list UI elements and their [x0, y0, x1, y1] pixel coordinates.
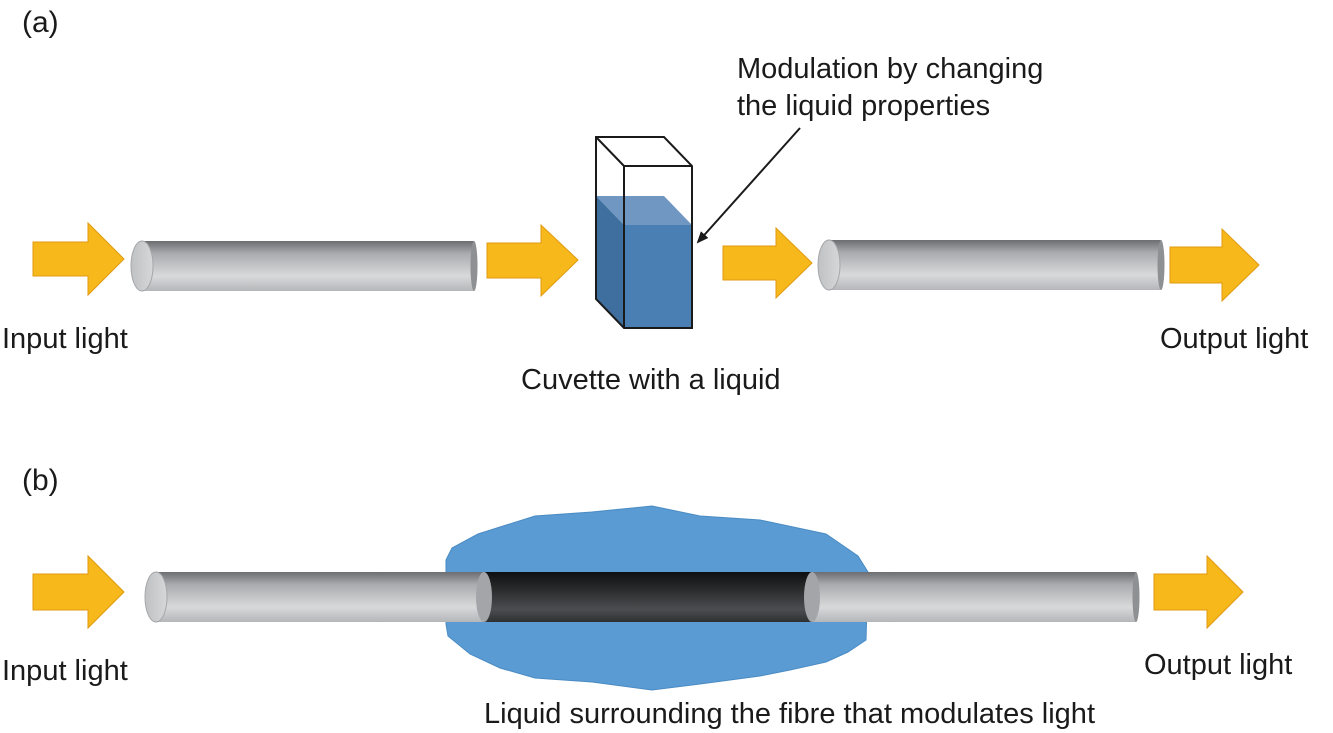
- arrow-to-cuvette: [486, 223, 579, 298]
- cuvette: [595, 136, 693, 329]
- input-arrow-a: [32, 221, 125, 297]
- fibre-b: [144, 571, 1140, 623]
- input-arrow-b: [32, 554, 125, 630]
- input-light-label-b: Input light: [2, 655, 128, 687]
- output-arrow-a: [1169, 227, 1260, 303]
- arrow-from-cuvette: [722, 226, 813, 300]
- output-light-label-b: Output light: [1144, 649, 1293, 681]
- cuvette-caption: Cuvette with a liquid: [521, 364, 781, 396]
- fibre-segment-a2: [817, 239, 1165, 291]
- input-light-label-a: Input light: [2, 323, 128, 355]
- liquid-caption: Liquid surrounding the fibre that modula…: [484, 698, 1095, 730]
- output-arrow-b: [1153, 554, 1244, 630]
- annotation-line-1: Modulation by changing: [737, 53, 1044, 85]
- panel-label-b: (b): [22, 464, 59, 497]
- output-light-label-a: Output light: [1160, 323, 1309, 355]
- fibre-segment-a1: [130, 240, 478, 292]
- panel-label-a: (a): [22, 6, 59, 39]
- annotation-line-2: the liquid properties: [737, 90, 991, 122]
- annotation-pointer: [696, 127, 801, 244]
